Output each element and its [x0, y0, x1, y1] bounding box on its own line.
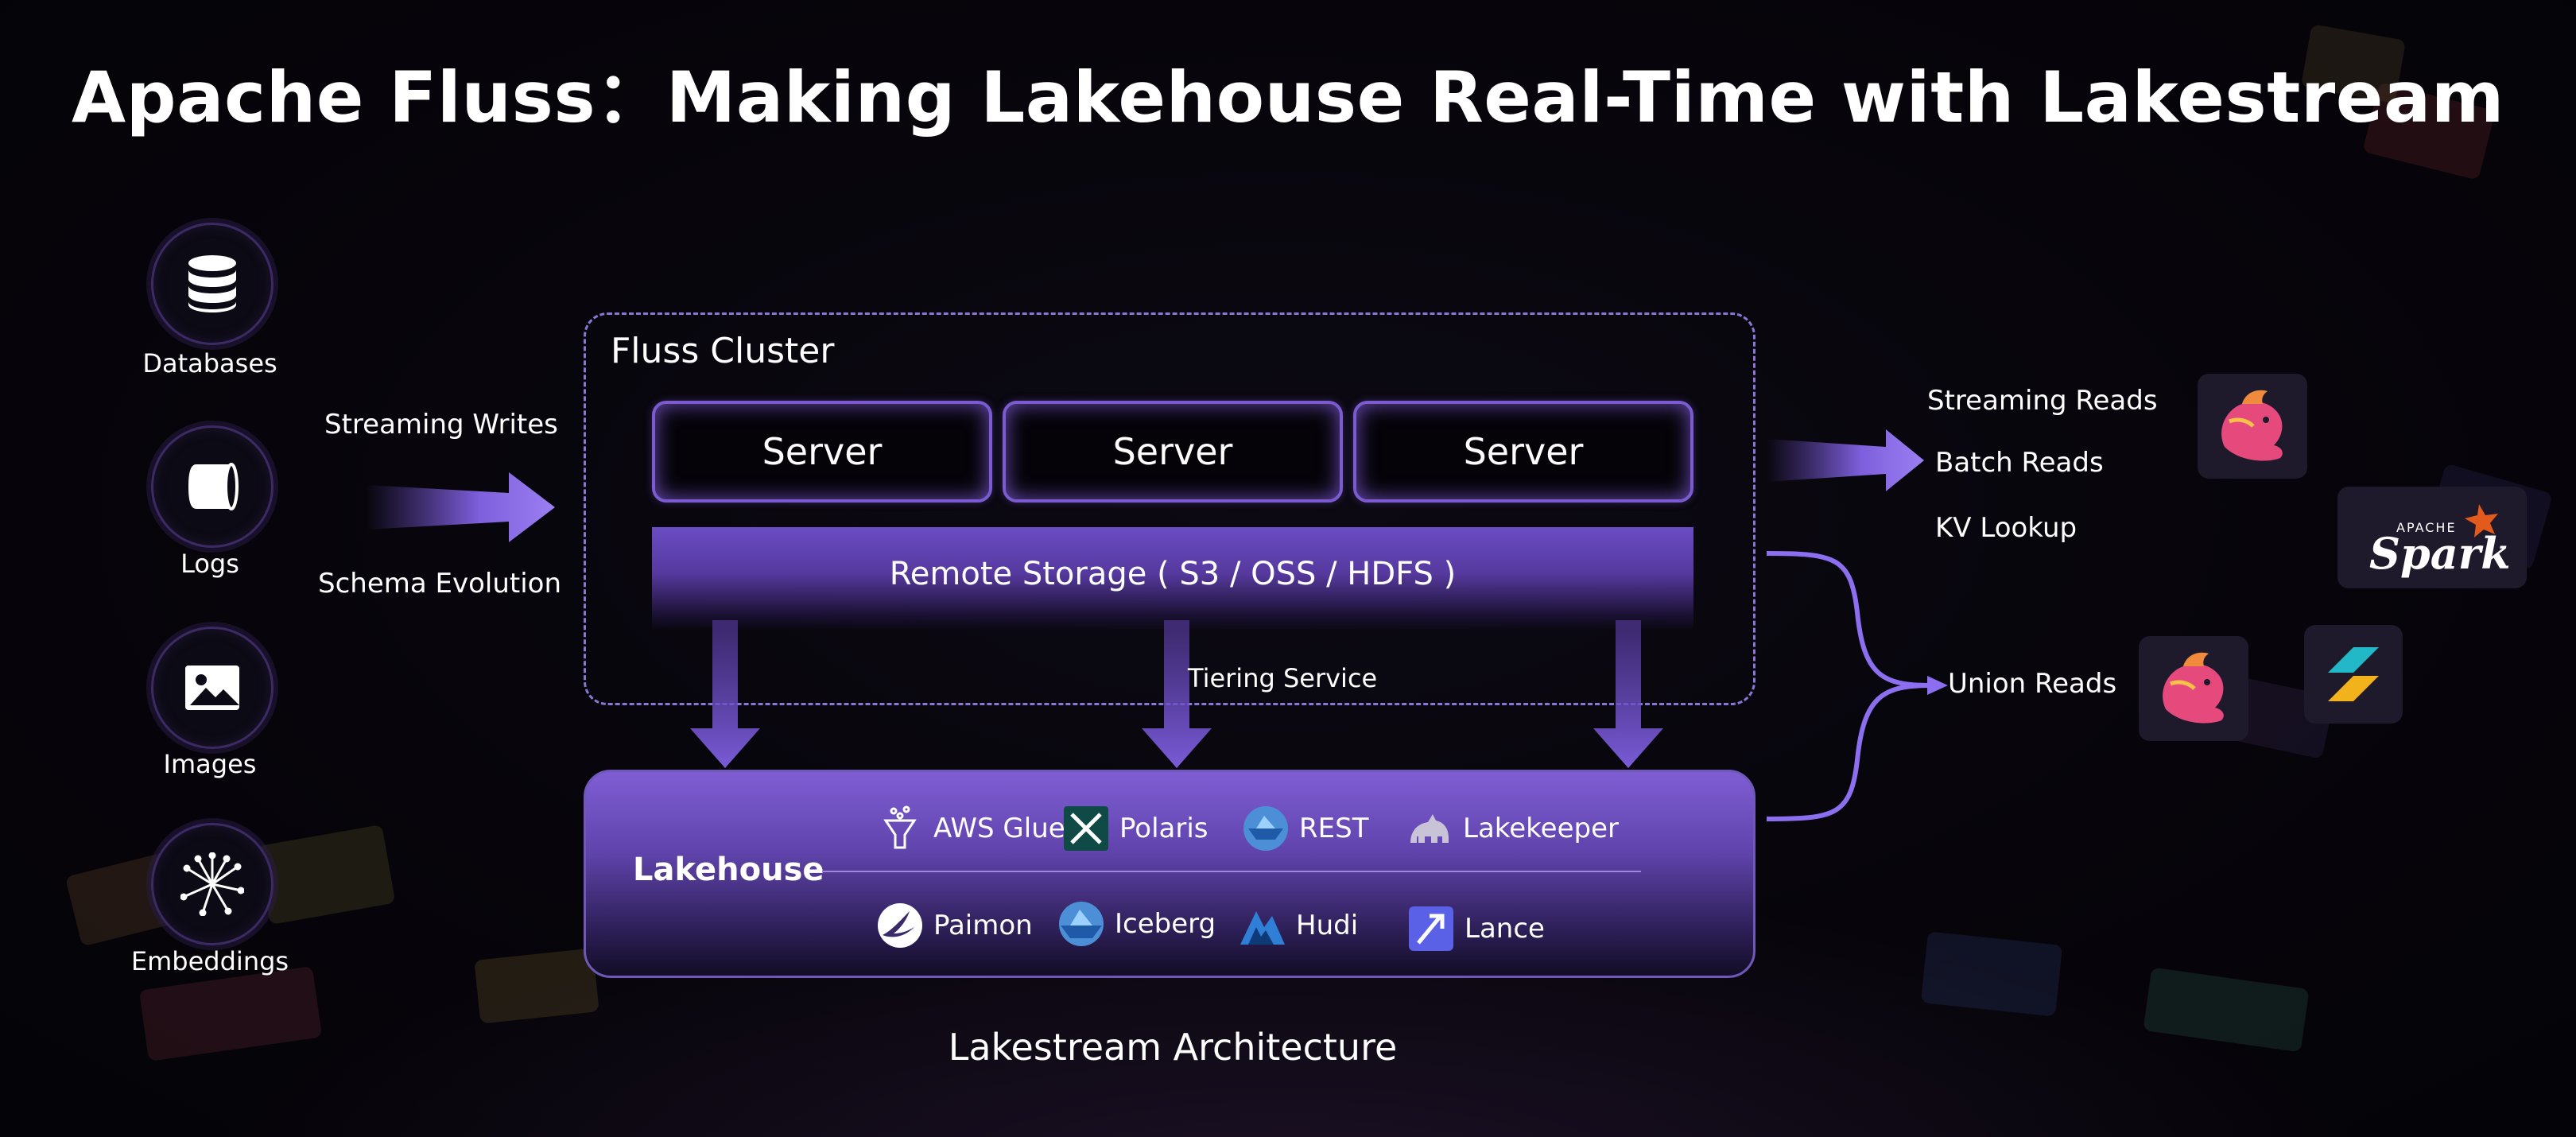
catalog-label: Polaris: [1119, 813, 1208, 844]
read-arrow: [1767, 429, 1924, 491]
diagram-caption: Lakestream Architecture: [948, 1026, 1398, 1069]
schema-evolution-label: Schema Evolution: [318, 568, 562, 600]
databases-label: Databases: [142, 348, 277, 378]
catalog-label: REST: [1299, 813, 1369, 844]
database-icon: [188, 255, 236, 312]
format-label: Paimon: [933, 910, 1033, 941]
kv-lookup-label: KV Lookup: [1935, 512, 2077, 544]
catalog-aws-glue: AWS Glue: [875, 801, 1065, 856]
tiering-service-label: Tiering Service: [1188, 663, 1378, 693]
format-lance: Lance: [1406, 901, 1545, 957]
logs-label: Logs: [180, 549, 239, 579]
flink-logo-union: [2139, 636, 2248, 741]
page-title: Apache Fluss：Making Lakehouse Real-Time …: [72, 56, 2504, 138]
server-node: Server: [1003, 401, 1343, 503]
streaming-reads-label: Streaming Reads: [1927, 385, 2158, 417]
flink-icon: [2163, 652, 2224, 724]
paimon-icon: [878, 903, 922, 948]
embeddings-node: [151, 823, 274, 945]
spark-icon: [2465, 504, 2498, 537]
flink-logo-streaming: [2198, 374, 2307, 479]
format-label: Iceberg: [1115, 908, 1216, 940]
lakehouse: [584, 770, 1755, 978]
format-label: Hudi: [1296, 910, 1359, 941]
lakehouse-divider: [822, 871, 1641, 872]
remote-storage-label: Remote Storage ( S3 / OSS / HDFS ): [889, 556, 1457, 592]
images-label: Images: [163, 749, 257, 779]
logs-node: [151, 425, 274, 548]
server-node: Server: [652, 401, 992, 503]
write-arrow: [366, 472, 555, 542]
lakekeeper-icon: [1410, 814, 1449, 843]
format-hudi: Hudi: [1237, 898, 1358, 953]
union-reads-connector: [1766, 551, 1948, 821]
hudi-icon: [1240, 911, 1285, 945]
embedding-vectors-icon: [180, 852, 244, 916]
starrocks-icon: [2328, 647, 2379, 701]
batch-reads-label: Batch Reads: [1935, 447, 2104, 479]
image-icon: [185, 666, 239, 710]
format-label: Lance: [1465, 913, 1545, 945]
format-paimon: Paimon: [875, 898, 1033, 953]
background-decoration: [474, 948, 599, 1024]
remote-storage: Remote Storage ( S3 / OSS / HDFS ): [652, 527, 1693, 631]
union-reads-label: Union Reads: [1948, 668, 2117, 700]
polaris-icon: [1064, 806, 1108, 851]
lakehouse-title: Lakehouse: [633, 852, 824, 888]
iceberg-rest-icon: [1243, 806, 1288, 851]
starrocks-logo: [2304, 625, 2403, 724]
spark-logo: APACHE Spark: [2337, 487, 2527, 588]
cluster-title: Fluss Cluster: [611, 331, 835, 371]
catalog-label: Lakekeeper: [1463, 813, 1619, 844]
format-iceberg: Iceberg: [1056, 896, 1216, 952]
catalog-rest: REST: [1240, 801, 1368, 856]
catalog-polaris: Polaris: [1061, 801, 1208, 856]
databases-node: [151, 223, 274, 345]
log-scroll-icon: [188, 463, 239, 510]
iceberg-icon: [1059, 902, 1104, 946]
embeddings-label: Embeddings: [130, 946, 289, 976]
background-decoration: [1920, 931, 2063, 1017]
catalog-lakekeeper: Lakekeeper: [1404, 801, 1619, 856]
spark-text: Spark: [2369, 528, 2511, 579]
server-node: Server: [1353, 401, 1693, 503]
tiering-arrows: [690, 620, 1663, 768]
streaming-writes-label: Streaming Writes: [324, 409, 558, 440]
spark-apache-text: APACHE: [2396, 520, 2457, 535]
flink-icon: [2221, 390, 2283, 461]
images-node: [151, 627, 274, 749]
catalog-label: AWS Glue: [933, 813, 1065, 844]
lance-icon: [1409, 906, 1453, 951]
aws-glue-icon: [883, 805, 917, 849]
